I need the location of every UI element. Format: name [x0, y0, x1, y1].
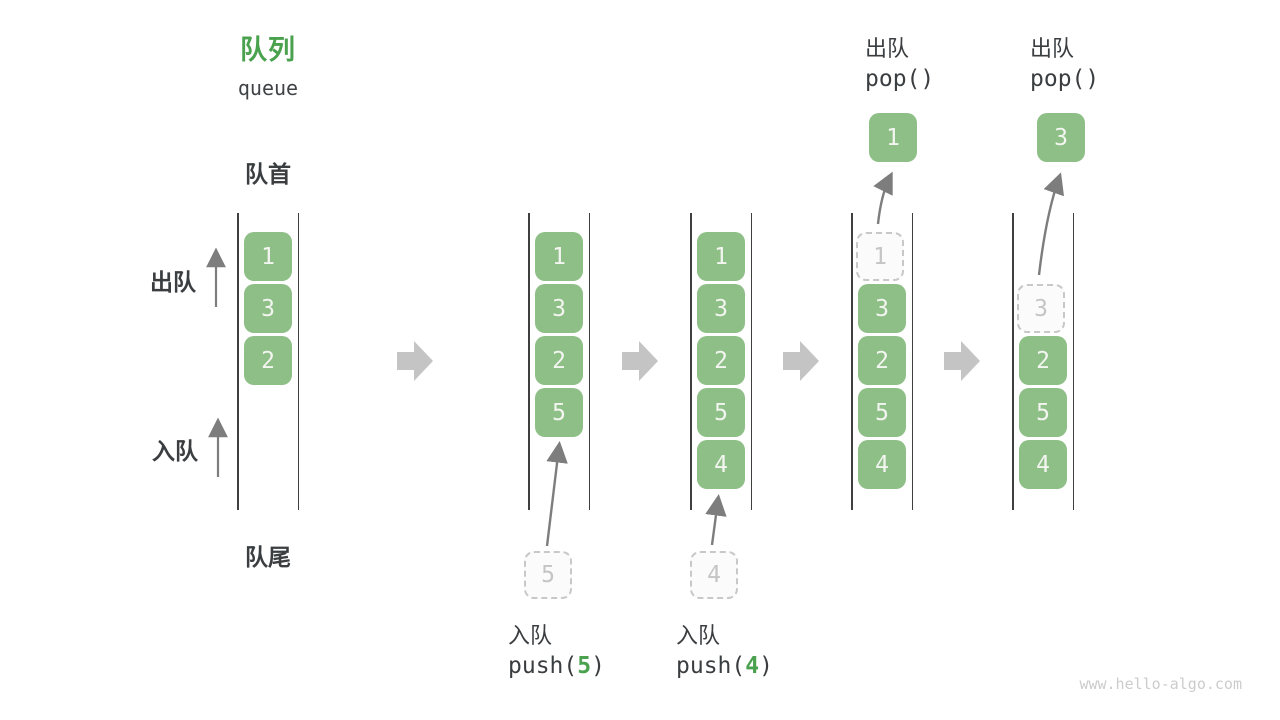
- watermark: www.hello-algo.com: [1079, 675, 1242, 693]
- queue-cell: 4: [858, 440, 906, 489]
- code-argument: 5: [577, 653, 592, 679]
- queue-cell: 4: [697, 440, 745, 489]
- queue-wall-left: [1012, 213, 1014, 510]
- queue-state-after-pop-1: 1 3 2 5 4 1 出队 pop(): [851, 36, 934, 510]
- queue-wall-right: [297, 213, 299, 510]
- operation-code: pop(): [1030, 66, 1100, 92]
- queue-cell: 1: [697, 232, 745, 281]
- queue-cell: 1: [535, 232, 583, 281]
- queue-rear-label: 队尾: [245, 544, 291, 570]
- queue-state-initial: 1 3 2: [237, 213, 299, 510]
- queue-cell: 3: [535, 284, 583, 333]
- queue-front-label: 队首: [245, 161, 291, 187]
- queue-cell: 4: [1019, 440, 1067, 489]
- queue-wall-right: [588, 213, 590, 510]
- queue-wall-right: [750, 213, 752, 510]
- queue-cell: 3: [244, 284, 292, 333]
- stage-transition-arrow-icon: [397, 341, 433, 381]
- queue-wall-left: [237, 213, 239, 510]
- queue-cell: 2: [858, 336, 906, 385]
- queue-cell: 5: [697, 388, 745, 437]
- operation-label: 出队: [1030, 36, 1075, 61]
- stage-transition-arrow-icon: [622, 341, 658, 381]
- dequeue-direction-label: 出队: [150, 269, 196, 295]
- queue-cell: 5: [1019, 388, 1067, 437]
- enqueue-direction-label: 入队: [152, 438, 198, 464]
- operation-code: pop(): [865, 66, 935, 92]
- popped-cell: 1: [869, 113, 917, 162]
- queue-cell: 2: [535, 336, 583, 385]
- pending-enqueue-cell: 5: [524, 551, 572, 599]
- queue-wall-right: [1072, 213, 1074, 510]
- queue-cell: 2: [697, 336, 745, 385]
- queue-wall-left: [690, 213, 692, 510]
- queue-state-after-pop-3: 3 2 5 4 3 出队 pop(): [1012, 36, 1099, 510]
- stage-transition-arrow-icon: [944, 341, 980, 381]
- code-prefix: push(: [676, 653, 746, 679]
- code-suffix: ): [591, 653, 605, 679]
- queue-wall-left: [851, 213, 853, 510]
- removed-queue-cell: 1: [856, 232, 904, 281]
- queue-wall-left: [528, 213, 530, 510]
- figure-title-block: 队列 queue: [188, 28, 348, 100]
- queue-cell: 2: [1019, 336, 1067, 385]
- queue-cell: 5: [858, 388, 906, 437]
- operation-code: push(5): [508, 653, 605, 679]
- pending-enqueue-cell: 4: [690, 551, 738, 599]
- queue-cell: 1: [244, 232, 292, 281]
- queue-wall-right: [911, 213, 913, 510]
- operation-code: push(4): [676, 653, 773, 679]
- code-argument: 4: [745, 653, 760, 679]
- removed-queue-cell: 3: [1017, 284, 1065, 333]
- queue-cell: 5: [535, 388, 583, 437]
- queue-cell: 3: [858, 284, 906, 333]
- stage-transition-arrow-icon: [783, 341, 819, 381]
- queue-cell: 3: [697, 284, 745, 333]
- operation-label: 入队: [508, 623, 553, 648]
- queue-cell: 2: [244, 336, 292, 385]
- code-suffix: ): [759, 653, 773, 679]
- operation-label: 出队: [865, 36, 910, 61]
- queue-state-after-push-5: 1 3 2 5 5 入队 push(5): [508, 213, 605, 679]
- figure-title-zh: 队列: [240, 35, 296, 65]
- popped-cell: 3: [1037, 113, 1085, 162]
- queue-state-after-push-4: 1 3 2 5 4 4 入队 push(4): [676, 213, 773, 679]
- code-prefix: push(: [508, 653, 578, 679]
- figure-title-en: queue: [237, 76, 299, 100]
- operation-label: 入队: [676, 623, 721, 648]
